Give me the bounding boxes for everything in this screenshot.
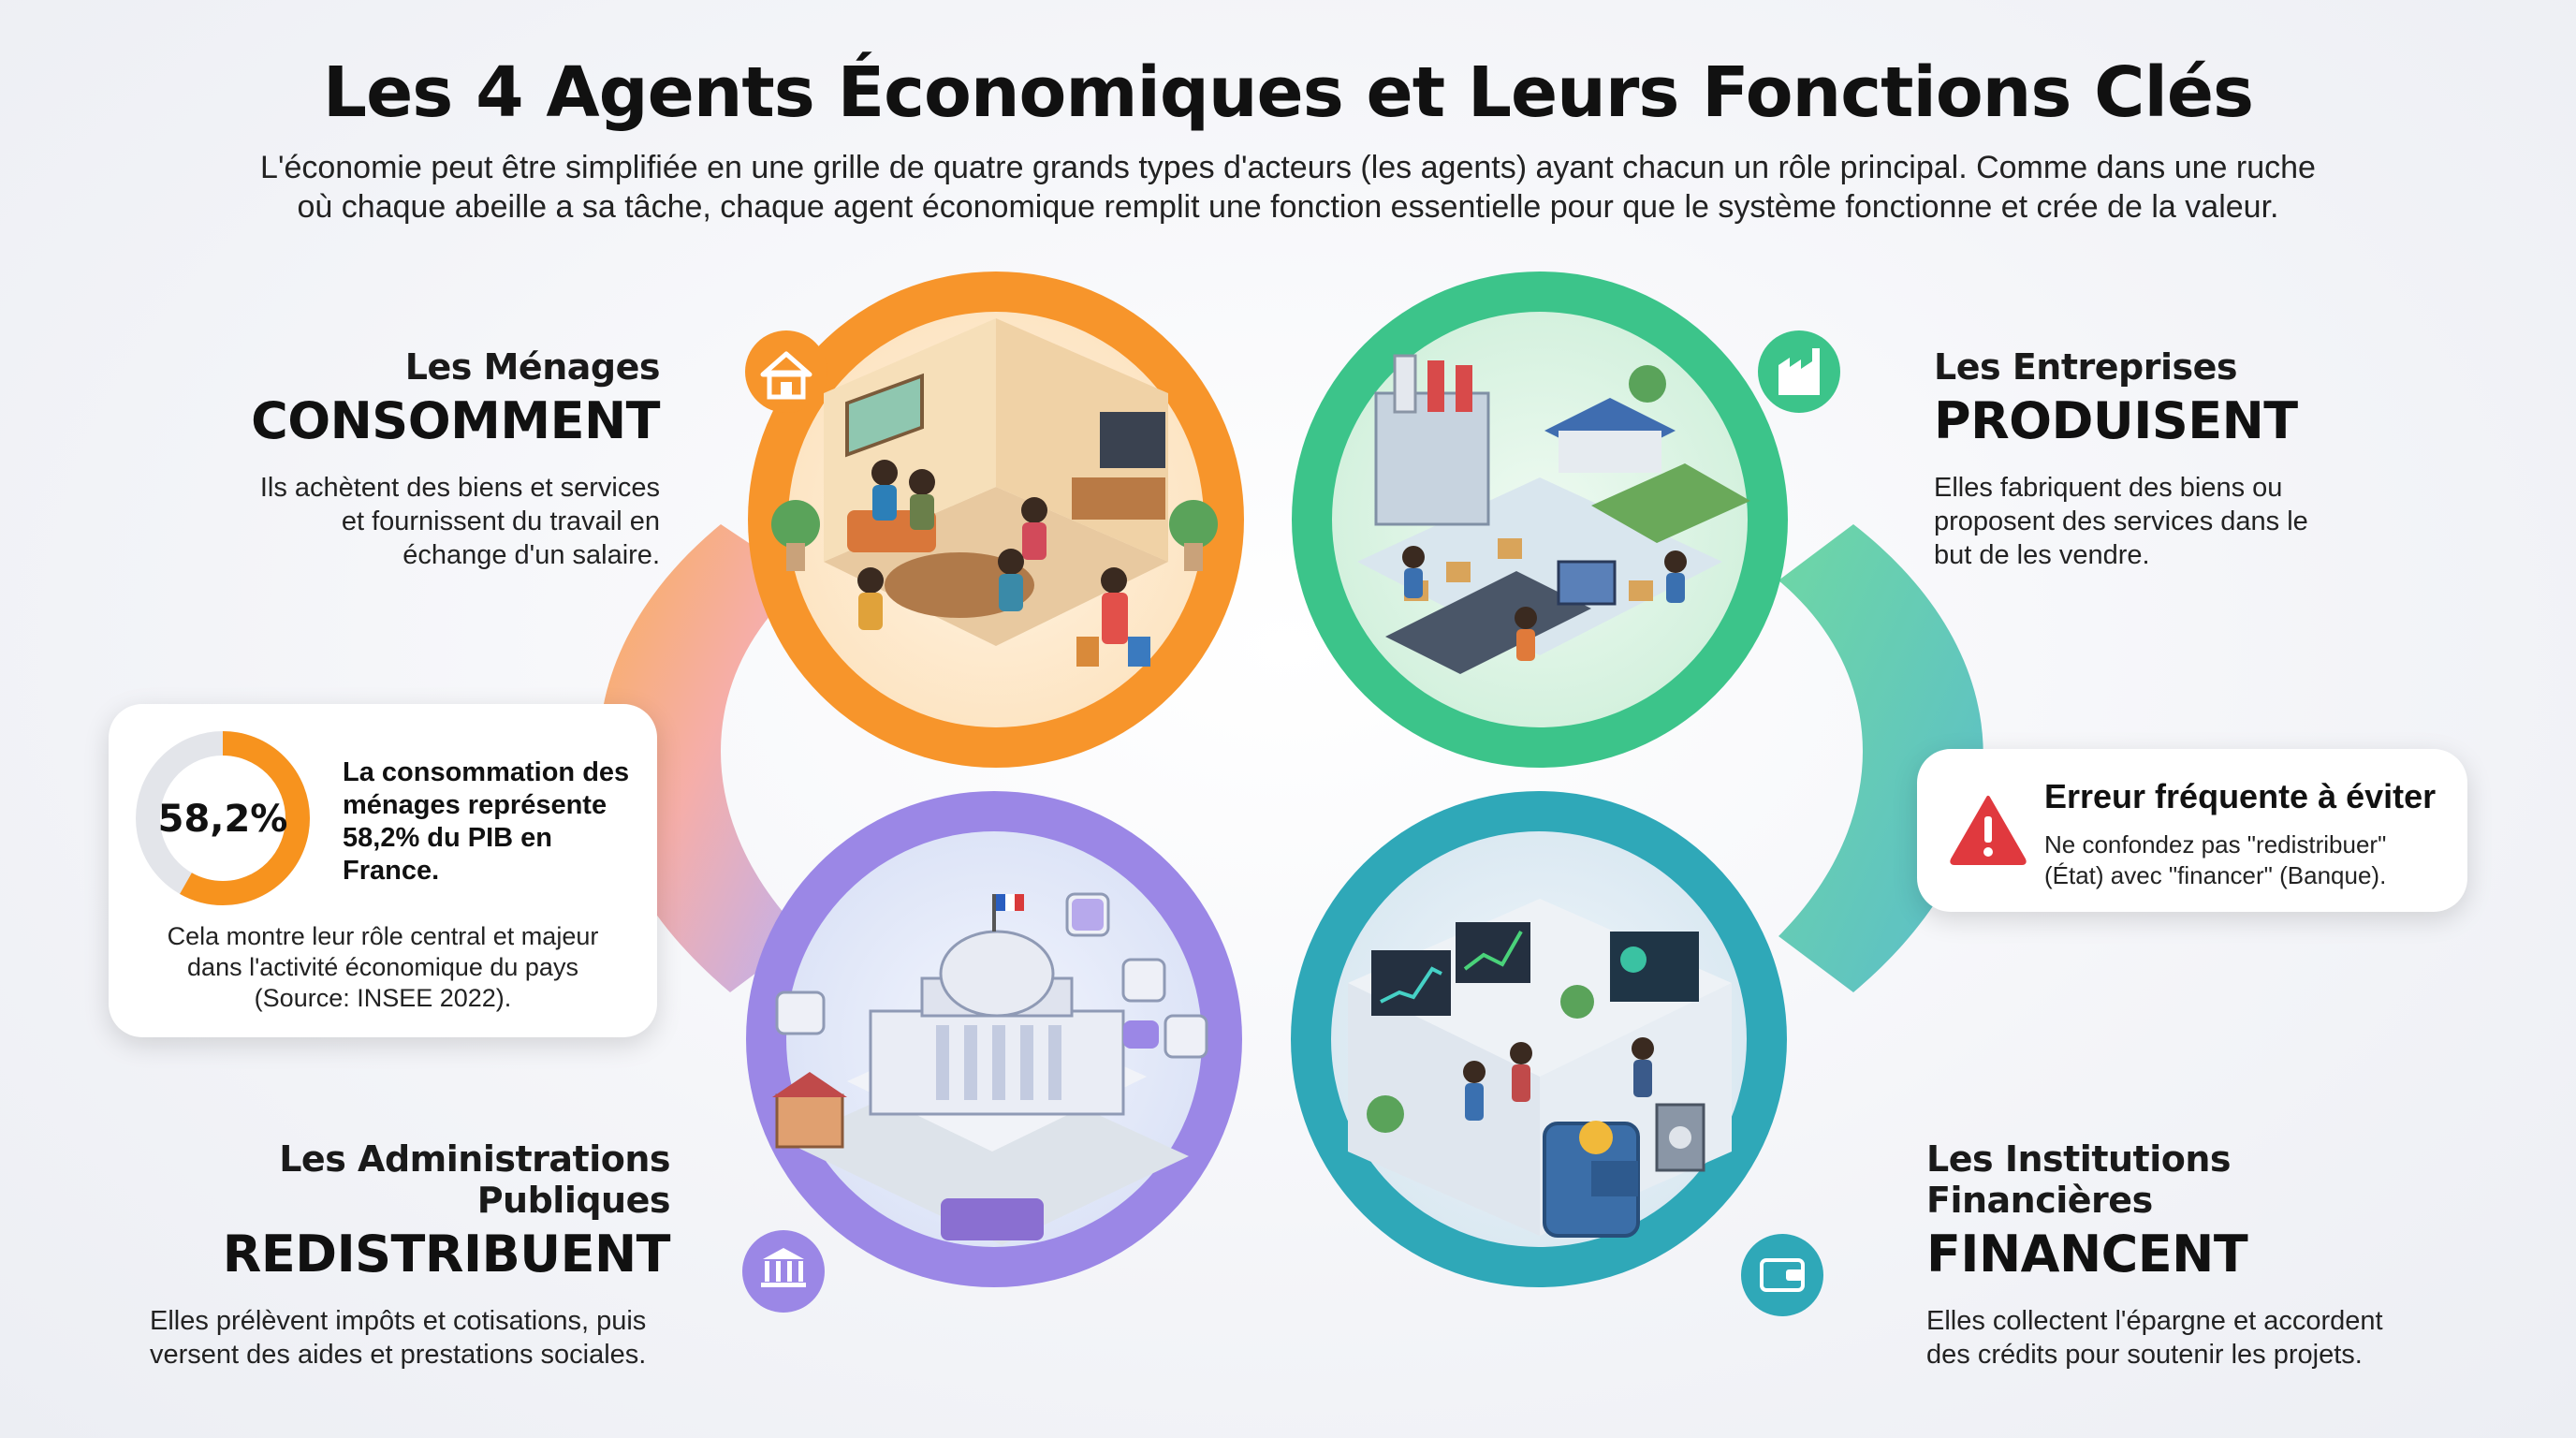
headline-line: 58,2% du PIB en <box>343 823 553 853</box>
donut-arc <box>136 731 310 905</box>
warning-line: (État) avec "financer" (Banque). <box>2044 861 2387 889</box>
agent-description: Elles collectent l'épargne et accordent … <box>1926 1304 2451 1372</box>
agent-verb: REDISTRIBUENT <box>222 1225 671 1284</box>
agent-institutions: Les Institutions Financières FINANCENT E… <box>1926 1138 2451 1372</box>
bank-illustration <box>1348 899 1732 1238</box>
agent-name: Les Ménages <box>404 346 661 388</box>
government-building-icon <box>742 1230 825 1313</box>
stat-donut <box>136 731 310 905</box>
headline-line: ménages représente <box>343 790 607 820</box>
agent-verb: CONSOMMENT <box>251 391 660 450</box>
desc-line: des crédits pour soutenir les projets. <box>1926 1340 2363 1370</box>
warning-title: Erreur fréquente à éviter <box>2044 777 2437 815</box>
stat-value: 58,2% <box>157 798 288 841</box>
headline-line: France. <box>343 856 440 886</box>
agent-verb: FINANCENT <box>1926 1225 2248 1284</box>
stat-card: 58,2% La consommation des ménages représ… <box>109 704 657 1037</box>
agent-description: Elles fabriquent des biens ou proposent … <box>1934 471 2402 572</box>
agent-entreprises: Les Entreprises PRODUISENT Elles fabriqu… <box>1934 346 2402 572</box>
desc-line: versent des aides et prestations sociale… <box>150 1340 647 1370</box>
page-title: Les 4 Agents Économiques et Leurs Foncti… <box>322 52 2254 133</box>
subtitle-line: L'économie peut être simplifiée en une g… <box>260 150 2316 185</box>
agent-verb: PRODUISENT <box>1934 391 2298 450</box>
factory-icon <box>1758 330 1840 413</box>
note-line: dans l'activité économique du pays <box>187 953 578 981</box>
desc-line: Ils achètent des biens et services <box>259 473 660 503</box>
warning-text: Ne confondez pas "redistribuer" (État) a… <box>2044 829 2456 891</box>
agent-description: Elles prélèvent impôts et cotisations, p… <box>94 1304 670 1372</box>
agent-name: Les Entreprises <box>1934 346 2238 388</box>
warning-line: Ne confondez pas "redistribuer" <box>2044 830 2387 858</box>
household-illustration <box>771 318 1218 667</box>
note-line: (Source: INSEE 2022). <box>254 984 512 1012</box>
desc-line: Elles fabriquent des biens ou <box>1934 473 2283 503</box>
house-icon <box>745 330 827 413</box>
agent-name: Les Administrations Publiques <box>279 1138 670 1221</box>
page-subtitle: L'économie peut être simplifiée en une g… <box>258 148 2318 227</box>
factory-illustration <box>1357 354 1750 674</box>
government-illustration <box>772 892 1208 1245</box>
note-line: Cela montre leur rôle central et majeur <box>167 922 599 950</box>
wallet-icon <box>1741 1234 1823 1316</box>
desc-line: proposent des services dans le <box>1934 506 2308 536</box>
stat-note: Cela montre leur rôle central et majeur … <box>127 921 638 1014</box>
desc-line: et fournissent du travail en <box>341 506 660 536</box>
desc-line: Elles collectent l'épargne et accordent <box>1926 1306 2383 1336</box>
desc-line: but de les vendre. <box>1934 540 2150 570</box>
warning-card: Erreur fréquente à éviter Ne confondez p… <box>1917 749 2467 912</box>
warning-icon <box>1950 796 2027 865</box>
stat-headline: La consommation des ménages représente 5… <box>343 756 651 888</box>
agent-description: Ils achètent des biens et services et fo… <box>215 471 660 572</box>
desc-line: Elles prélèvent impôts et cotisations, p… <box>150 1306 647 1336</box>
desc-line: échange d'un salaire. <box>402 540 660 570</box>
agent-menages: Les Ménages CONSOMMENT Ils achètent des … <box>215 346 660 572</box>
agent-administrations: Les Administrations Publiques REDISTRIBU… <box>94 1138 671 1372</box>
agent-name: Les Institutions Financières <box>1926 1138 2232 1221</box>
headline-line: La consommation des <box>343 757 630 787</box>
subtitle-line: où chaque abeille a sa tâche, chaque age… <box>297 189 2279 225</box>
